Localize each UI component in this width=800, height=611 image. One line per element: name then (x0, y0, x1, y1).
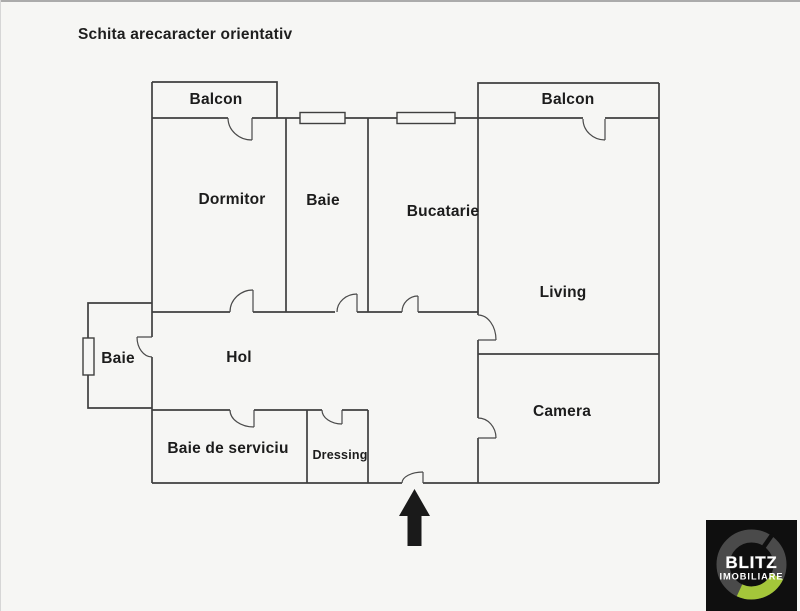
room-label-camera: Camera (532, 403, 592, 420)
page-border-left (0, 0, 1, 611)
room-label-living: Living (539, 284, 587, 301)
room-label-hol: Hol (226, 349, 252, 366)
blitz-logo: BLITZ IMOBILIARE (706, 520, 797, 611)
logo-ring-accent (736, 573, 784, 600)
window-baie-left (82, 337, 95, 376)
window-baie (299, 111, 346, 125)
room-label-baie: Baie (306, 192, 340, 209)
door-arcs (136, 117, 606, 484)
outer-walls (151, 82, 660, 484)
room-label-bucatarie: Bucatarie (406, 203, 480, 220)
arrow-up-icon (399, 489, 430, 546)
page-border-top (0, 0, 800, 2)
logo-ring-gap (761, 532, 775, 550)
logo-brand-text: BLITZ (725, 553, 777, 572)
windows (82, 111, 456, 376)
room-label-dressing: Dressing (312, 448, 368, 462)
logo-subtitle-text: IMOBILIARE (719, 572, 783, 582)
walls (87, 81, 660, 484)
room-label-balcon-right: Balcon (541, 91, 595, 108)
page-title: Schita arecaracter orientativ (78, 26, 293, 43)
interior-walls (152, 118, 659, 483)
room-label-dormitor: Dormitor (198, 191, 266, 208)
door-leaves (137, 118, 606, 483)
doors (136, 117, 606, 484)
room-label-baie-left: Baie (101, 350, 135, 367)
window-bucatarie (396, 111, 456, 125)
balcony-walls (152, 81, 659, 118)
room-label-baie-de-serviciu: Baie de serviciu (167, 440, 289, 457)
room-label-balcon-left: Balcon (189, 91, 243, 108)
